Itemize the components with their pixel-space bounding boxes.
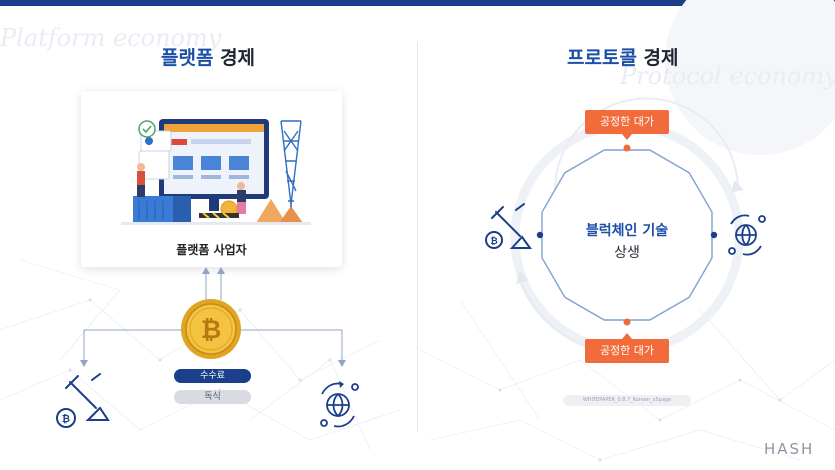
- center-divider: [417, 42, 418, 432]
- left-watermark: Platform economy: [0, 24, 222, 52]
- right-title-rest: 경제: [636, 47, 679, 69]
- svg-text:₿: ₿: [201, 315, 221, 344]
- platform-operator-label: 플랫폼 사업자: [176, 243, 247, 257]
- right-title: 프로토콜 경제: [567, 43, 679, 70]
- svg-text:₿: ₿: [490, 236, 497, 247]
- platform-illustration: [121, 119, 311, 225]
- left-title-highlight: 플랫폼: [161, 47, 214, 69]
- left-title-rest: 경제: [213, 47, 256, 69]
- blockchain-tech-label: 블럭체인 기술: [585, 223, 669, 239]
- fair-reward-tag-top: 공정한 대가: [585, 110, 669, 134]
- blockchain-ring-outline: [541, 149, 713, 321]
- right-title-highlight: 프로토콜: [567, 47, 637, 69]
- fee-pill: 수수료: [174, 369, 251, 383]
- left-title: 플랫폼 경제: [161, 43, 255, 70]
- monopoly-pill: 독식: [174, 390, 251, 404]
- right-watermark: Protocol economy: [620, 62, 835, 90]
- svg-text:₿: ₿: [62, 413, 70, 425]
- top-accent-bar: [0, 0, 835, 6]
- platform-card: 플랫폼 사업자: [81, 91, 342, 267]
- coexistence-label: 상생: [614, 245, 640, 261]
- fair-reward-tag-bottom: 공정한 대가: [585, 339, 669, 363]
- hash-logo: HASH: [764, 440, 815, 458]
- whitepaper-footer-note: WHITEPAPER_0.8.7_Korean_x5page: [563, 395, 691, 406]
